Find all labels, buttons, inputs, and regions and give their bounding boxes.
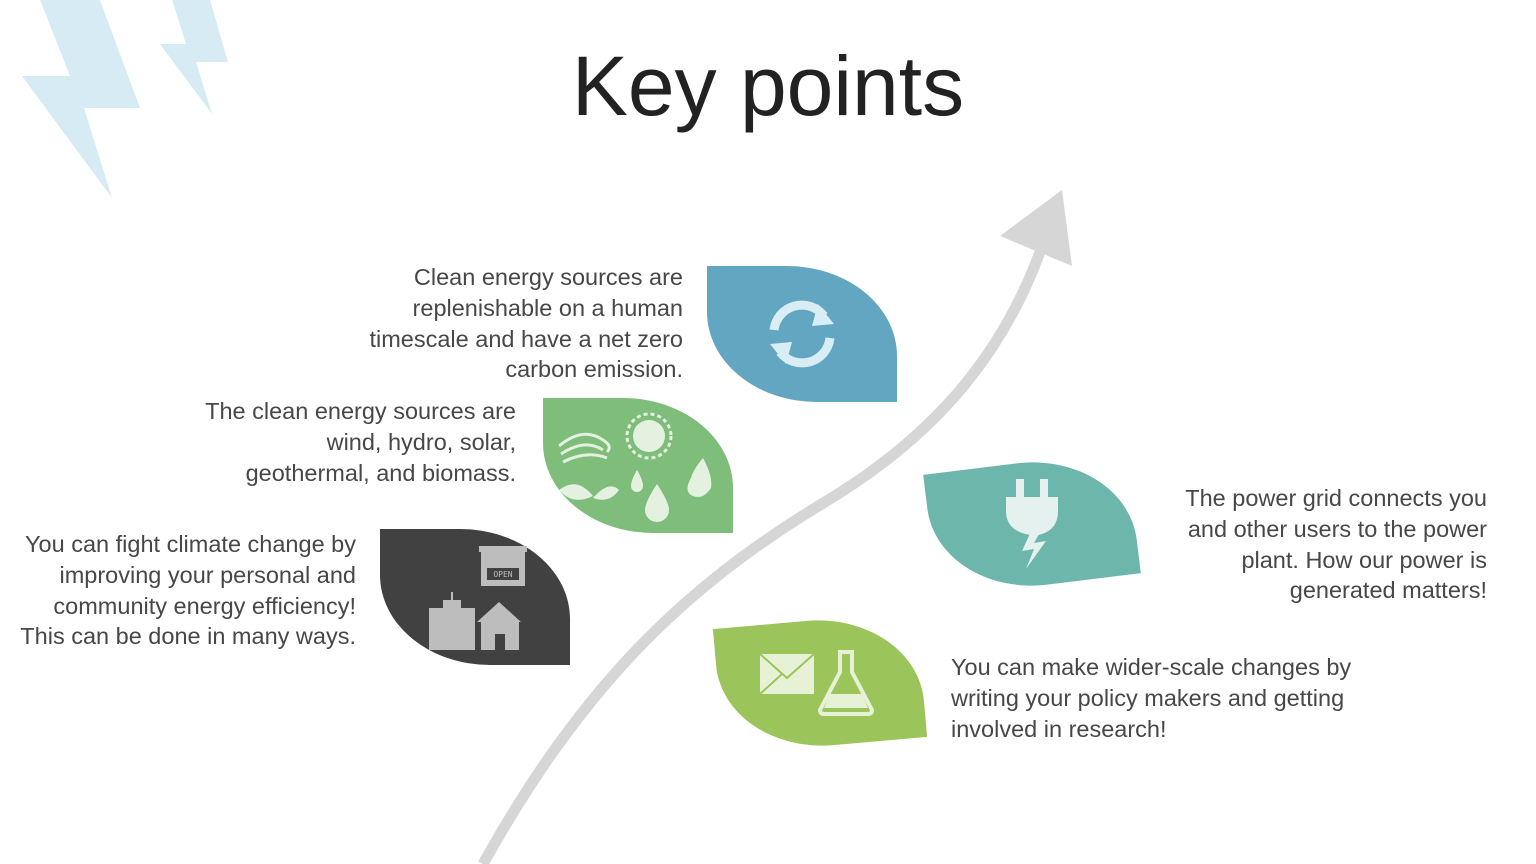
point-3-text: You can fight climate change by improvin… bbox=[20, 531, 356, 650]
community-buildings-icon: OPEN bbox=[429, 546, 527, 650]
point-5-leaf bbox=[712, 611, 928, 755]
point-5-text: You can make wider-scale changes by writ… bbox=[951, 654, 1352, 742]
open-sign: OPEN bbox=[493, 570, 512, 579]
point-4-text: The power grid connects you and other us… bbox=[1185, 485, 1487, 604]
point-1-text: Clean energy sources are replenishable o… bbox=[369, 264, 683, 383]
refresh-icon bbox=[769, 300, 835, 368]
point-2-leaf bbox=[543, 398, 733, 533]
envelope-flask-icon bbox=[759, 649, 875, 716]
point-3-leaf: OPEN bbox=[380, 529, 570, 665]
renewable-sources-icon bbox=[558, 412, 712, 522]
slide-title: Key points bbox=[571, 39, 965, 133]
electric-plug-icon bbox=[1006, 479, 1058, 569]
point-4-leaf bbox=[923, 450, 1141, 598]
lightning-bolt-icon bbox=[22, 0, 228, 198]
point-2-text: The clean energy sources are wind, hydro… bbox=[205, 398, 516, 486]
